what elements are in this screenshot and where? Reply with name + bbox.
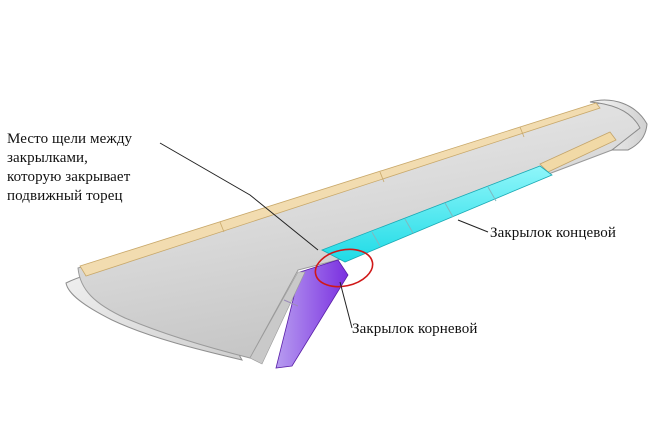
wing-tip	[589, 99, 648, 151]
gap-annotation-line-2: закрылками,	[7, 150, 89, 166]
gap-annotation: Место щели между закрылками, которую зак…	[7, 130, 177, 206]
gap-marker-ellipse	[314, 248, 374, 288]
gap-annotation-line-1: Место щели между	[7, 131, 133, 147]
aileron-tab	[539, 131, 617, 173]
outboard-leader-line	[457, 219, 489, 233]
inboard-flap-label: Закрылок корневой	[352, 321, 478, 337]
inboard-flap-inner	[249, 271, 306, 365]
gap-annotation-line-3: которую закрывает	[7, 169, 131, 185]
slat-joint-2	[379, 171, 385, 183]
inboard-leader-line	[339, 281, 353, 329]
flap-track-4	[487, 186, 497, 202]
gap-annotation-line-4: подвижный торец	[7, 188, 123, 204]
slat-joint-3	[519, 126, 525, 138]
inboard-flap-shape	[275, 259, 349, 369]
slat-joint-1	[219, 221, 225, 233]
flap-track-1	[371, 231, 381, 247]
outboard-flap-shape	[321, 165, 553, 263]
flap-track-3	[444, 202, 454, 218]
outboard-flap-label: Закрылок концевой	[490, 225, 617, 241]
leading-edge-slat	[79, 102, 601, 277]
flap-track-2	[404, 218, 414, 234]
inboard-flap-track	[283, 299, 299, 307]
gap-leader-line	[159, 142, 319, 251]
